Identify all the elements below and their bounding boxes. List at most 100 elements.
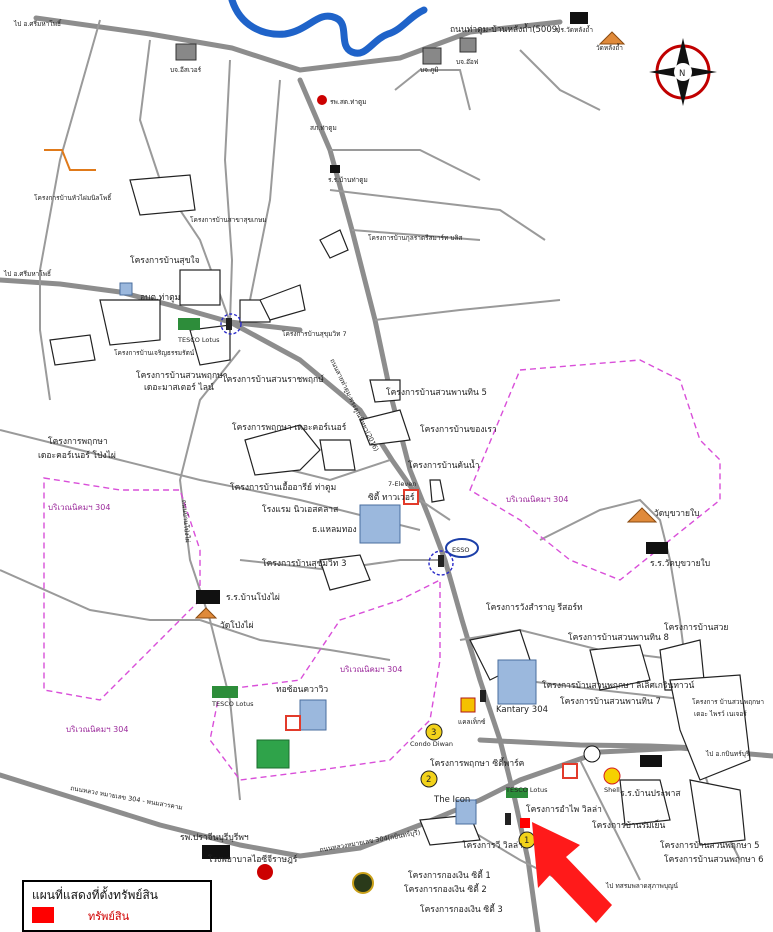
compass-rose: N [649, 38, 717, 106]
label-condo-right: Kantary 304 [496, 705, 548, 715]
label-zone-1: บริเวณนิคมฯ 304 [48, 503, 110, 512]
label-p13: เดอะคอร์เนอร์ โป่งไผ่ [38, 450, 116, 461]
label-p32: โครงการกองเงิน ซิตี้ 3 [420, 903, 503, 915]
label-p25: โครงการอำไพ วิลล่า [526, 804, 602, 815]
label-p16: โครงการบ้านสุขุมวิท 3 [262, 558, 347, 569]
label-factory3: บจ.อ๊อฟ [456, 58, 479, 66]
label-p29: โครงการบ้านสวนพฤกษา 6 [664, 854, 764, 865]
esso-logo [445, 538, 479, 558]
park-icon [256, 739, 290, 769]
label-seven-mid: 7-Eleven [388, 480, 416, 488]
label-p17: โครงการวังสำราญ รีสอร์ท [486, 602, 583, 613]
label-p28: โครงการบ้านสวนพฤกษา 5 [660, 840, 760, 851]
compass-north-letter: N [679, 69, 685, 79]
label-to-sanamchai: ไป ทสรมพลาดสุภาพบุญน์ [605, 882, 678, 890]
label-hospital-top: รพ.สต.ท่าตูม [330, 98, 367, 106]
label-p27: โครงการบ้านร่มเย็น [592, 819, 665, 831]
label-p12: โครงการพฤกษา [48, 436, 108, 447]
marker-2: 2 [426, 775, 431, 785]
label-vertical-left: ถนนบ้านโป่งไผ่ [180, 499, 192, 543]
label-top-left: ไป อ.ศรีมหาโพธิ์ [13, 19, 62, 28]
label-school-bottom-right: ร.ร.บ้านประพาส [620, 788, 681, 799]
label-school-top: ร.ร.บ้านท่าตูม [328, 176, 368, 184]
zone-labels: บริเวณนิคมฯ 304 บริเวณนิคมฯ 304 บริเวณนิ… [48, 495, 568, 734]
label-p23: เดอะ ไพรว์ เนเจอร์ [694, 710, 747, 718]
fuel-icons [460, 697, 621, 785]
intersection-highlights [220, 313, 454, 576]
label-p31: โครงการกองเงิน ซิตี้ 2 [404, 883, 487, 895]
label-p6: โครงการบ้านสวนราชพฤกษ์ [222, 374, 324, 385]
label-factory1: บจ.อีสเวอร์ [170, 66, 202, 74]
label-the-icon: The Icon [433, 795, 470, 805]
label-p4: โครงการบ้านสวนพฤกษา [136, 370, 227, 381]
seven-eleven-icons [285, 489, 578, 779]
label-hospital-bottom: โรงพยาบาลไอซีจีราษฎร์ [208, 854, 298, 865]
label-hotel: โรงแรม นิวเอสคลาส [262, 504, 339, 515]
label-pgwd: Condo Diwan [410, 740, 453, 748]
label-top-temple2: วัดหลังถ้ำ [596, 43, 623, 52]
tesco-icons [178, 318, 528, 798]
label-p18: โครงการบ้านสวนพานทิน 8 [568, 632, 669, 643]
label-p36: โครงการบ้านสุขุมวิท 7 [282, 330, 347, 338]
label-p14: โครงการบ้านค้นน้ำ [408, 459, 480, 471]
label-zone-2: บริเวณนิคมฯ 304 [506, 495, 568, 504]
label-p21: โครงการบ้านสวนพานทิน 7 [560, 696, 661, 707]
numbered-markers [420, 723, 536, 849]
label-p11: โครงการบ้านของเรา [420, 424, 497, 435]
map-legend: แผนที่แสดงที่ตั้งทรัพย์สิน ทรัพย์สิน [22, 880, 212, 932]
place-labels: ร.ร.วัดหลังถ้ำ วัดหลังถ้ำ บจ.อีสเวอร์ บจ… [140, 25, 710, 865]
label-p24: โครงการพฤกษา ซิตี้พาร์ค [430, 757, 524, 769]
subject-arrow [532, 822, 612, 923]
label-p22: โครงการ บ้านสวนพฤกษา [692, 698, 764, 706]
label-police-top: สภ.ท่าตูม [310, 124, 337, 132]
building-icons [119, 282, 537, 825]
legend-swatch [32, 907, 54, 923]
orange-line [44, 149, 96, 171]
label-p3: โครงการบ้านสาขาสุขเกษม [190, 216, 267, 224]
label-tesco-top: TESCO Lotus [177, 336, 220, 344]
factory-icons [175, 37, 477, 65]
label-bottom-left: ถนนหลวง หมายเลข 304 - พนมสารคาม [70, 784, 184, 812]
label-esso: ESSO [452, 546, 469, 554]
label-temple-right: วัดบุขวายใบ [654, 508, 700, 519]
label-p33: โครงการบ้านกุลราตรีสมาร์ท บลิส [368, 234, 462, 242]
label-hotel2: ธ.แหลมทอง [312, 525, 357, 535]
label-temple-left: วัดโป่งไผ่ [220, 620, 254, 631]
label-shell: Shell [604, 786, 620, 794]
marker-3: 3 [431, 728, 436, 738]
housing-blocks [49, 174, 751, 846]
main-roads [0, 15, 773, 932]
label-school-left: ร.ร.บ้านโป่งไผ่ [226, 592, 280, 603]
police-emblem [352, 872, 374, 894]
traffic-lights [226, 318, 511, 825]
label-p15: โครงการบ้านเอื้ออารีย์ ท่าตูม [230, 481, 336, 493]
label-p9: โครงการบ้านสวนพานทิน 5 [386, 387, 487, 398]
label-condo-mid: ซิตี้ ทาวเวอร์ [368, 491, 415, 503]
label-p20: โครงการบ้านสวนพฤกษา ลิเลิศเกรินทาวน์ [542, 680, 694, 691]
label-tesco-left: TESCO Lotus [211, 700, 254, 708]
label-p19: โครงการบ้านสวย [664, 622, 728, 633]
label-p35: โครงการบ้านเจริญธรรมรัตน์ [114, 349, 195, 357]
label-caltex: แคลเท็กซ์ [458, 717, 486, 726]
label-school-bottom-left: รพ.ปราจีนบุรีบุรีพฯ [180, 832, 249, 843]
label-bottom-center: ถนนหลวงหมายเลข 304(กบินทร์บุรี) [319, 828, 421, 854]
temple-icons [194, 31, 658, 619]
legend-title: แผนที่แสดงที่ตั้งทรัพย์สิน [32, 888, 158, 902]
label-zone-4: บริเวณนิคมฯ 304 [66, 725, 128, 734]
label-p30: โครงการกองเงิน ซิตี้ 1 [408, 869, 491, 881]
subject-property[interactable] [520, 818, 530, 828]
label-top-temple: ร.ร.วัดหลังถ้ำ [555, 25, 593, 34]
label-condo-left: ทอซ้อนควาวิว [276, 684, 328, 695]
school-icons [196, 12, 668, 859]
label-p1: โครงการบ้านหัวไผ่มนิลโพธิ์ [34, 193, 113, 202]
label-left-west: ไป อ.ศรีมหาโพธิ์ [3, 269, 52, 278]
legend-item-label: ทรัพย์สิน [88, 910, 130, 923]
label-p2: โครงการบ้านสุขใจ [130, 255, 200, 266]
project-labels: โครงการบ้านหัวไผ่มนิลโพธิ์ โครงการบ้านสา… [34, 193, 764, 915]
label-p10: โครงการพฤกษา เดอะคอร์เนอร์ [232, 422, 347, 433]
label-obt: อบต.ท่าตูม [140, 293, 180, 303]
label-p5: เดอะมาสเตอร์ ไลน์ [144, 382, 214, 393]
label-zone-3: บริเวณนิคมฯ 304 [340, 665, 402, 674]
